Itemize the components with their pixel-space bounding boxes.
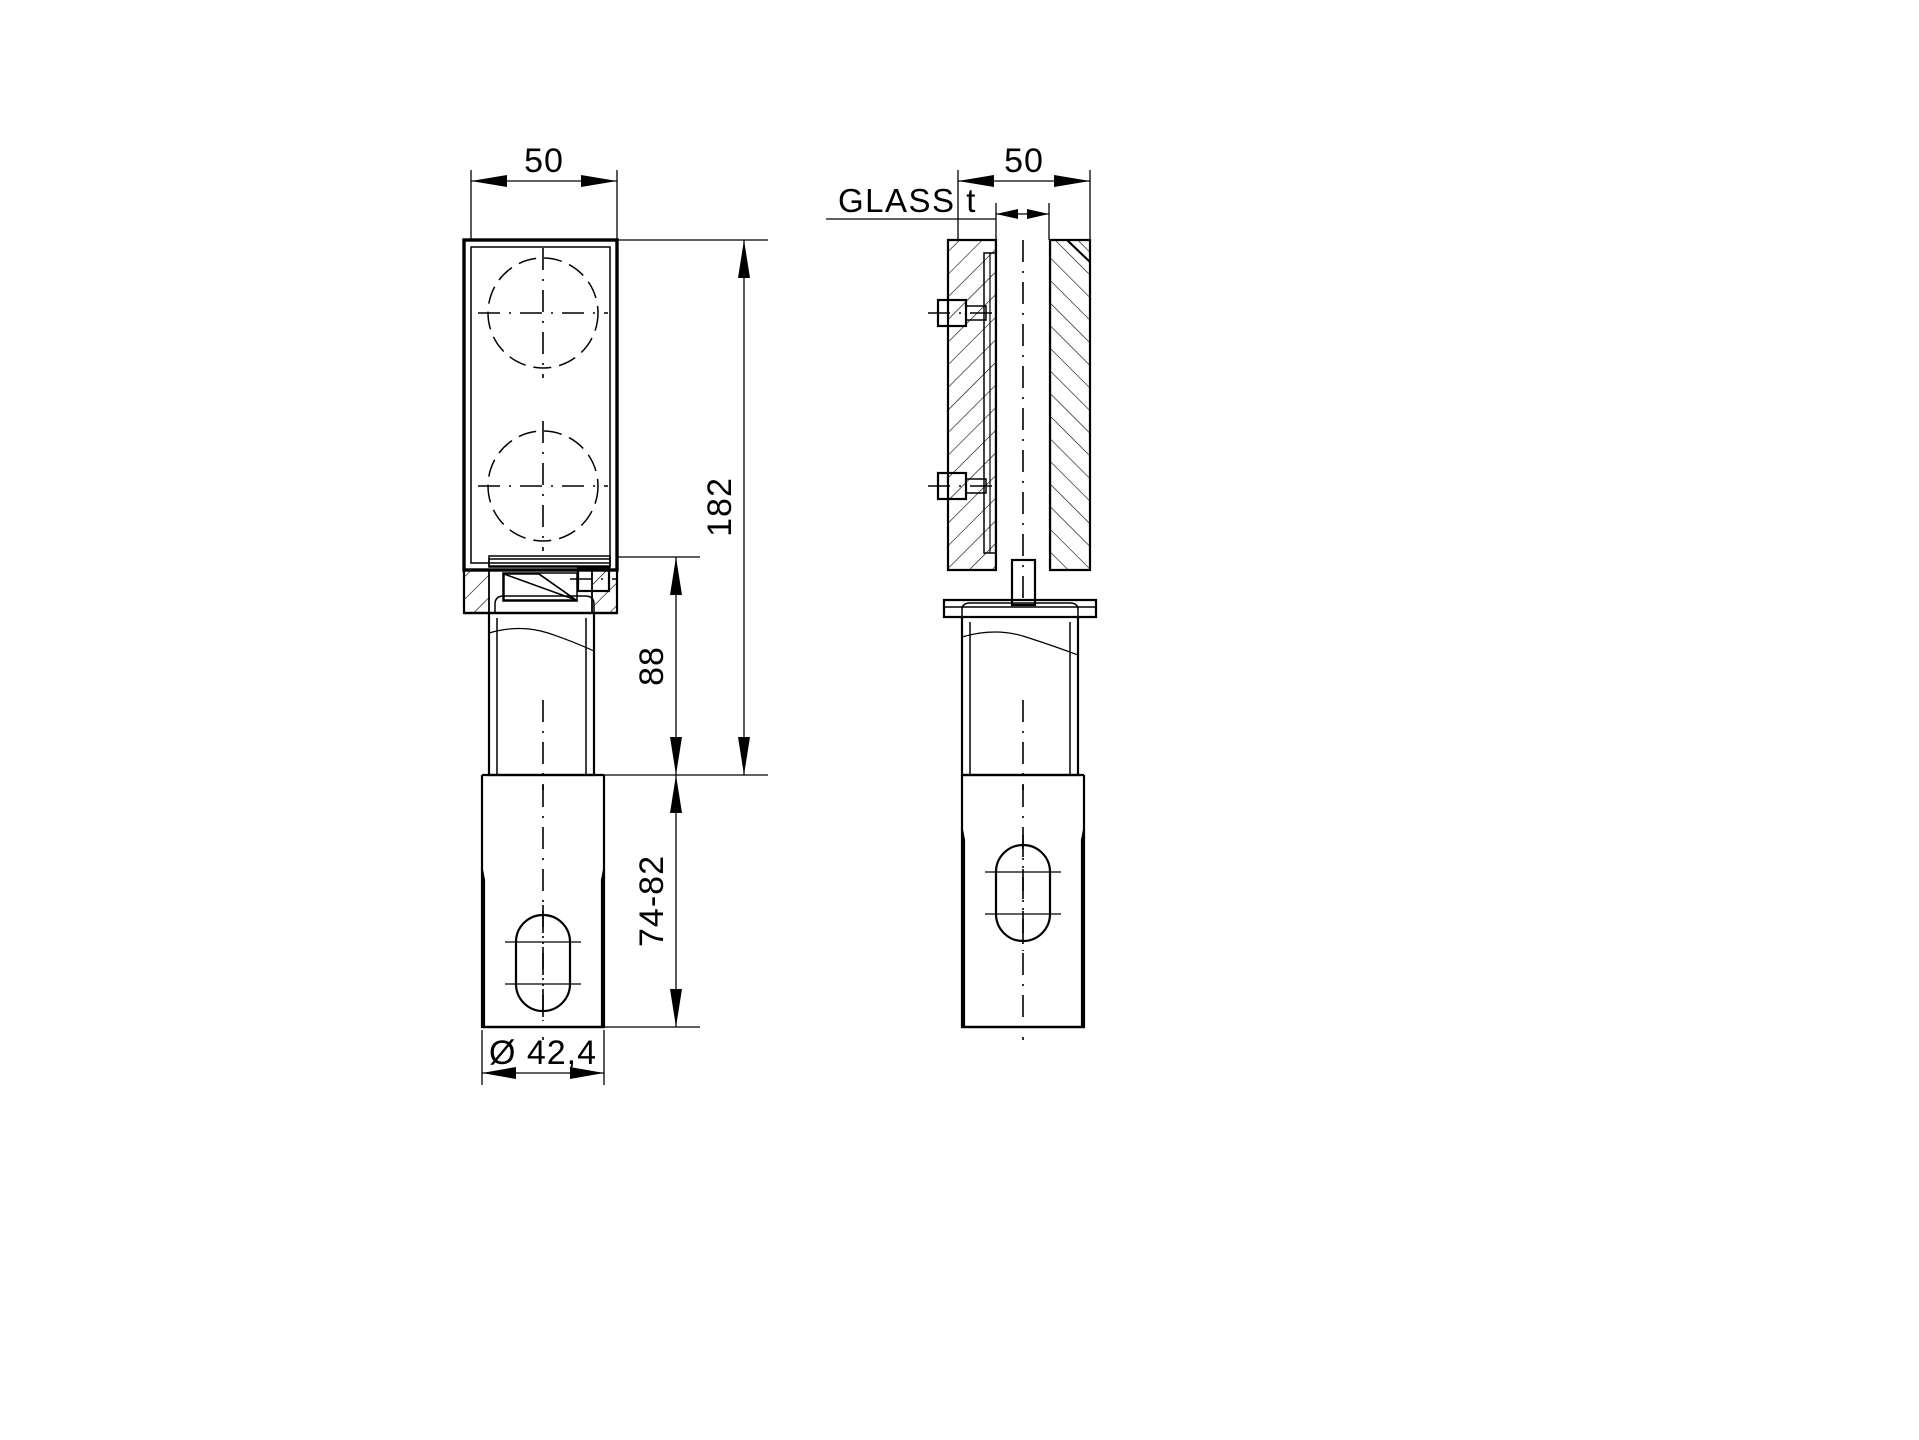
- front-body-outline: [462, 238, 619, 572]
- dim-label-post-diameter: Ø 42,4: [489, 1034, 597, 1072]
- dim-label-post-length: 74-82: [633, 855, 671, 947]
- front-oval-slot: [505, 905, 581, 1021]
- front-upper-tube: [487, 613, 596, 790]
- side-right-hatched-block: [1048, 238, 1092, 572]
- dimension-post-length: 74-82: [604, 775, 700, 1028]
- front-view: 50: [462, 142, 768, 1085]
- side-post-tube: [960, 773, 1086, 1040]
- dimension-clamp-range: 88: [604, 556, 700, 776]
- side-body-section: [946, 238, 1092, 600]
- side-upper-tube: [960, 617, 1080, 790]
- dim-label-width-front: 50: [524, 142, 564, 180]
- front-bolt-circle-upper: [478, 248, 608, 378]
- clamp-left-wall: [463, 569, 490, 614]
- dimension-total-height: 182: [617, 239, 768, 776]
- front-clamp-block: [462, 555, 619, 615]
- dim-label-total-height: 182: [701, 477, 739, 537]
- dim-label-clamp-range: 88: [633, 646, 671, 686]
- side-left-hatched-block: [946, 238, 998, 572]
- side-clamp-flange: [942, 598, 1098, 619]
- side-section-view: 50 GLASS t: [826, 142, 1098, 1040]
- dim-label-width-side: 50: [1004, 142, 1044, 180]
- side-bolt-lower: [928, 471, 996, 501]
- dimension-post-diameter: Ø 42,4: [481, 1030, 605, 1085]
- glass-thickness-label: GLASS t: [838, 182, 977, 219]
- side-oval-slot: [985, 835, 1061, 951]
- dimension-width-front: 50: [470, 142, 618, 240]
- side-centre-stud: [1010, 558, 1037, 607]
- side-bolt-upper: [928, 298, 996, 328]
- front-bolt-circle-lower: [478, 421, 608, 551]
- dimension-width-side: 50: [957, 142, 1091, 240]
- glass-thickness-annotation: GLASS t: [826, 182, 1050, 240]
- front-set-screw: [570, 566, 617, 593]
